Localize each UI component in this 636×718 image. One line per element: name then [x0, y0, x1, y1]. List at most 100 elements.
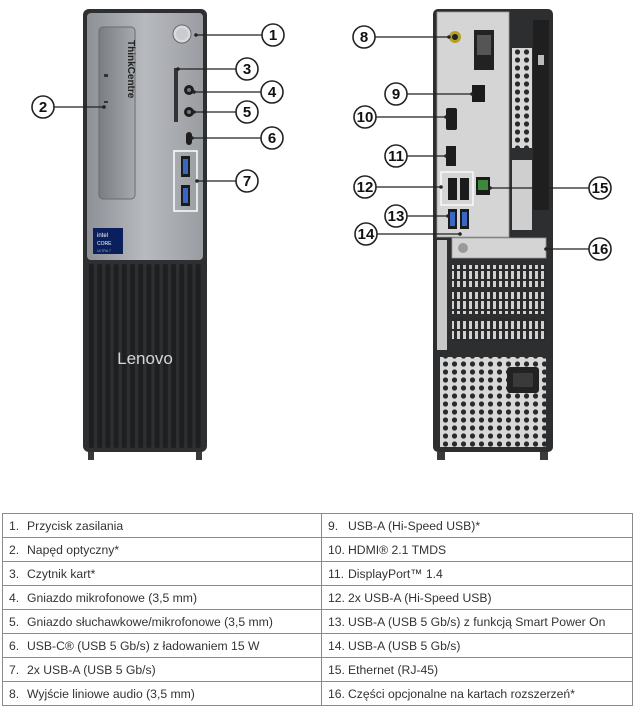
- power-button[interactable]: [172, 24, 192, 44]
- callout-number: 9: [392, 86, 400, 103]
- spec-text: USB-C® (USB 5 Gb/s) z ładowaniem 15 W: [27, 638, 260, 653]
- front-grille: [89, 264, 201, 448]
- spec-cell: 13.USB-A (USB 5 Gb/s) z funkcją Smart Po…: [321, 609, 633, 634]
- callout-number: 8: [360, 29, 368, 46]
- grille-rib: [171, 264, 176, 448]
- callout-12: 12: [353, 175, 443, 199]
- spec-number: 7.: [9, 662, 20, 677]
- callout-11: 11: [384, 144, 448, 168]
- rear-displayport[interactable]: [446, 146, 456, 166]
- spec-text: Gniazdo słuchawkowe/mikrofonowe (3,5 mm): [27, 614, 273, 629]
- callout-13: 13: [384, 204, 450, 228]
- callout-2: 2: [31, 95, 106, 119]
- spec-cell: 5. Gniazdo słuchawkowe/mikrofonowe (3,5 m…: [2, 609, 322, 634]
- product-diagram: ThinkCentre intel CORE ULTRA 7: [31, 9, 612, 460]
- spec-text: USB-A (USB 5 Gb/s): [348, 638, 461, 653]
- spec-text: USB-A (Hi-Speed USB)*: [348, 518, 481, 533]
- spec-text: Części opcjonalne na kartach rozszerzeń*: [348, 686, 575, 701]
- callout-number: 4: [268, 84, 277, 101]
- callout-9: 9: [384, 82, 474, 106]
- microphone-jack[interactable]: [184, 85, 194, 95]
- spec-table: 1.Przycisk zasilania 9. USB-A (Hi-Speed US…: [2, 513, 633, 706]
- callout-6: 6: [190, 126, 284, 150]
- rear-line-out-jack[interactable]: [449, 31, 461, 43]
- spec-row: 7. 2x USB-A (USB 5 Gb/s) 15.Ethernet (RJ-4…: [2, 657, 633, 682]
- spec-text: Gniazdo mikrofonowe (3,5 mm): [27, 590, 198, 605]
- spec-text: 2x USB-A (USB 5 Gb/s): [27, 662, 156, 677]
- callout-3: 3: [176, 57, 259, 81]
- callout-14: 14: [354, 222, 462, 246]
- grille-rib: [154, 264, 160, 448]
- spec-row: 2.Napęd optyczny*10.HDMI® 2.1 TMDS: [2, 537, 633, 562]
- callout-number: 3: [243, 61, 251, 78]
- spec-row: 4.Gniazdo mikrofonowe (3,5 mm)12.2x USB-…: [2, 585, 633, 610]
- spec-cell: 16.Części opcjonalne na kartach rozszerz…: [321, 681, 633, 706]
- spec-text: DisplayPort™ 1.4: [348, 566, 443, 581]
- grille-rib: [105, 264, 111, 448]
- spec-row: 5. Gniazdo słuchawkowe/mikrofonowe (3,5 m…: [2, 609, 633, 634]
- callout-number: 14: [358, 226, 375, 243]
- rear-usb-a-pair-2[interactable]: [460, 178, 469, 200]
- svg-text:ULTRA 7: ULTRA 7: [97, 249, 111, 253]
- spec-row: 3. Czytnik kart* 11.DisplayPort™ 1.4: [2, 561, 633, 586]
- spec-text: Napęd optyczny*: [27, 542, 120, 557]
- rear-hdmi-port[interactable]: [446, 108, 457, 130]
- optical-drive[interactable]: [98, 26, 136, 200]
- spec-number: 14.: [328, 638, 345, 653]
- spec-cell: 6. USB-C® (USB 5 Gb/s) z ładowaniem 15 W: [2, 633, 322, 658]
- callout-8: 8: [352, 25, 451, 49]
- spec-number: 9.: [328, 518, 339, 533]
- spec-cell: 10.HDMI® 2.1 TMDS: [321, 537, 633, 562]
- grille-rib: [89, 264, 94, 448]
- rear-usb-a-pair-1[interactable]: [448, 178, 457, 200]
- spec-cell: 14.USB-A (USB 5 Gb/s): [321, 633, 633, 658]
- spec-number: 13.: [328, 614, 345, 629]
- grille-rib: [162, 264, 168, 448]
- lenovo-logo: Lenovo: [117, 349, 173, 368]
- spec-cell: 12.2x USB-A (Hi-Speed USB): [321, 585, 633, 610]
- spec-text: Przycisk zasilania: [27, 518, 124, 533]
- grille-rib: [138, 264, 144, 448]
- callout-number: 11: [388, 148, 404, 165]
- spec-number: 10.: [328, 542, 345, 557]
- spec-text: Ethernet (RJ-45): [348, 662, 439, 677]
- grille-rib: [97, 264, 103, 448]
- callout-16: 16: [544, 237, 612, 261]
- rear-ethernet-port[interactable]: [476, 177, 490, 195]
- spec-cell: 2.Napęd optyczny*: [2, 537, 322, 562]
- spec-text: 2x USB-A (Hi-Speed USB): [348, 590, 492, 605]
- grille-rib: [121, 264, 127, 448]
- power-inlet[interactable]: [507, 367, 539, 393]
- spec-text: HDMI® 2.1 TMDS: [348, 542, 447, 557]
- spec-cell: 8.Wyjście liniowe audio (3,5 mm): [2, 681, 322, 706]
- callout-number: 6: [268, 130, 276, 147]
- callout-10: 10: [353, 105, 448, 129]
- spec-number: 15.: [328, 662, 345, 677]
- brand-vertical: ThinkCentre: [125, 40, 136, 99]
- spec-number: 3.: [9, 566, 20, 581]
- spec-cell: 15.Ethernet (RJ-45): [321, 657, 633, 682]
- spec-number: 8.: [9, 686, 20, 701]
- spec-number: 6.: [9, 638, 20, 653]
- spec-cell: 1.Przycisk zasilania: [2, 513, 322, 538]
- callout-7: 7: [195, 169, 259, 193]
- spec-cell: 9. USB-A (Hi-Speed USB)*: [321, 513, 633, 538]
- headset-jack[interactable]: [184, 107, 194, 117]
- rear-usb-a-hispeed[interactable]: [472, 85, 485, 102]
- svg-text:intel: intel: [97, 233, 108, 239]
- callout-number: 10: [357, 109, 374, 126]
- spec-text: Czytnik kart*: [27, 566, 96, 581]
- card-reader-slot[interactable]: [174, 68, 178, 122]
- front-usb-c-port[interactable]: [186, 132, 192, 145]
- spec-number: 11.: [328, 566, 345, 581]
- callout-1: 1: [194, 23, 285, 47]
- grille-rib: [130, 264, 135, 448]
- spec-number: 5.: [9, 614, 20, 629]
- callout-4: 4: [192, 80, 284, 104]
- spec-text: USB-A (USB 5 Gb/s) z funkcją Smart Power…: [348, 614, 606, 629]
- spec-cell: 3. Czytnik kart*: [2, 561, 322, 586]
- grille-rib: [195, 264, 201, 448]
- front-view: ThinkCentre intel CORE ULTRA 7: [83, 9, 207, 460]
- spec-cell: 7. 2x USB-A (USB 5 Gb/s): [2, 657, 322, 682]
- spec-number: 12.: [328, 590, 345, 605]
